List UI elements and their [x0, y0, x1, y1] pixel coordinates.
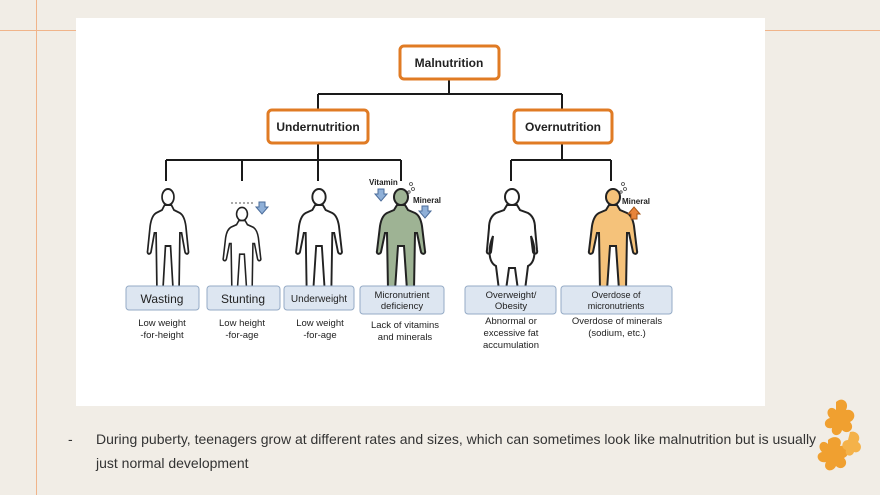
- category-label: Obesity: [495, 301, 527, 312]
- category-box-underweight: Underweight: [283, 285, 355, 311]
- svg-text:Low weight: Low weight: [296, 318, 344, 329]
- category-label: Wasting: [141, 292, 184, 306]
- svg-text:(sodium, etc.): (sodium, etc.): [588, 328, 646, 339]
- figure-obesity: [485, 188, 539, 294]
- category-label: deficiency: [381, 301, 423, 312]
- branch-label: Overnutrition: [525, 120, 601, 134]
- bullet-text: During puberty, teenagers grow at differ…: [96, 431, 817, 471]
- svg-text:accumulation: accumulation: [483, 340, 539, 351]
- branch-node-undernutrition: Undernutrition: [266, 108, 370, 145]
- description-stunting: Low height -for-age: [219, 318, 265, 341]
- category-label: Overweight/: [486, 290, 537, 301]
- vitamin-label: Vitamin: [369, 178, 398, 187]
- svg-text:Lack of vitamins: Lack of vitamins: [371, 320, 439, 331]
- category-label: micronutrients: [588, 301, 645, 311]
- malnutrition-diagram: Malnutrition Undernutrition Overnutritio…: [76, 18, 765, 406]
- connector-lines: [165, 80, 612, 181]
- category-box-micronutrient-deficiency: Micronutrient deficiency: [359, 285, 445, 315]
- svg-text:Abnormal or: Abnormal or: [485, 316, 537, 327]
- figure-stunting: [222, 206, 262, 294]
- guide-line-vertical: [36, 0, 37, 495]
- mineral-up-label: Mineral: [622, 197, 650, 206]
- description-obesity: Abnormal or excessive fat accumulation: [483, 316, 539, 351]
- arrow-down-icon: [254, 201, 270, 215]
- svg-text:-for-height: -for-height: [140, 330, 184, 341]
- figure-wasting: [146, 188, 190, 294]
- mineral-label: Mineral: [413, 196, 441, 205]
- category-label: Underweight: [291, 294, 347, 305]
- root-label: Malnutrition: [415, 56, 484, 70]
- svg-text:-for-age: -for-age: [303, 330, 336, 341]
- flower-icon: [817, 399, 861, 471]
- category-label: Overdose of: [591, 290, 641, 300]
- branch-node-overnutrition: Overnutrition: [512, 108, 614, 145]
- category-label: Stunting: [221, 292, 265, 306]
- arrow-down-icon: [373, 188, 389, 202]
- svg-text:Low height: Low height: [219, 318, 265, 329]
- description-micronutrient-deficiency: Lack of vitamins and minerals: [371, 320, 439, 343]
- category-box-wasting: Wasting: [125, 285, 200, 311]
- arrow-up-icon: [626, 206, 642, 220]
- svg-text:Overdose of minerals: Overdose of minerals: [572, 316, 663, 327]
- description-underweight: Low weight -for-age: [296, 318, 344, 341]
- molecule-icon: [619, 182, 627, 194]
- category-box-obesity: Overweight/ Obesity: [464, 285, 557, 315]
- category-label: Micronutrient: [375, 290, 430, 301]
- figure-underweight: [295, 188, 343, 294]
- molecule-icon: [407, 182, 415, 194]
- description-micronutrient-overdose: Overdose of minerals (sodium, etc.): [572, 316, 663, 339]
- bullet-dash: -: [68, 431, 73, 447]
- svg-text:-for-age: -for-age: [225, 330, 258, 341]
- svg-text:Low weight: Low weight: [138, 318, 186, 329]
- diagram-canvas: Malnutrition Undernutrition Overnutritio…: [125, 44, 673, 351]
- root-node: Malnutrition: [398, 44, 501, 81]
- branch-label: Undernutrition: [276, 120, 359, 134]
- category-box-micronutrient-overdose: Overdose of micronutrients: [560, 285, 673, 315]
- svg-text:excessive fat: excessive fat: [484, 328, 539, 339]
- arrow-down-icon: [417, 205, 433, 219]
- svg-text:and minerals: and minerals: [378, 332, 433, 343]
- description-wasting: Low weight -for-height: [138, 318, 186, 341]
- category-box-stunting: Stunting: [206, 285, 281, 311]
